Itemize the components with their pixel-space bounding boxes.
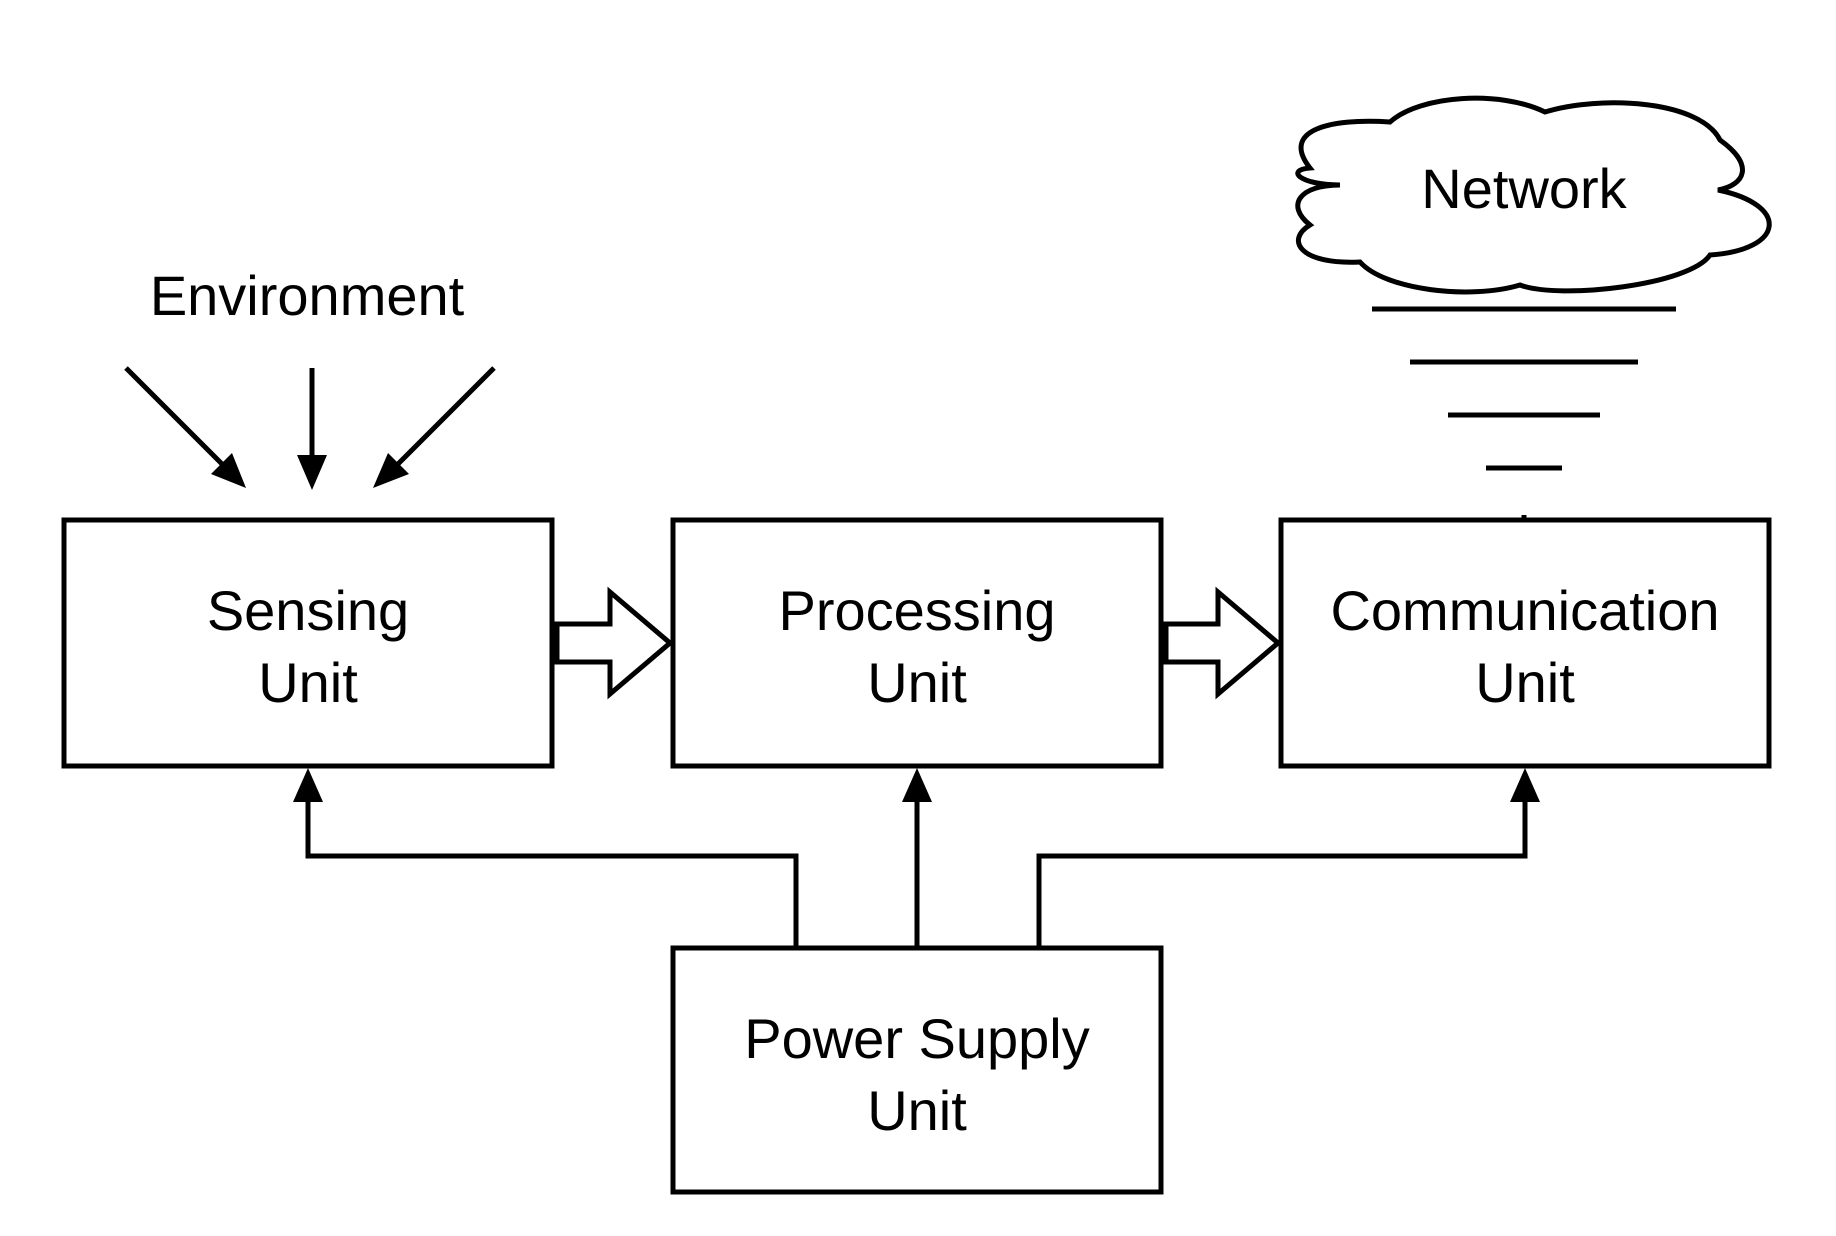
network-cloud: Network — [1295, 95, 1772, 295]
environment-label: Environment — [150, 264, 465, 327]
environment-arrow-left — [124, 366, 246, 488]
environment-arrow-center — [297, 368, 327, 490]
sensing-unit-box — [61, 517, 555, 769]
power-supply-unit-label-line1: Power Supply — [744, 1007, 1090, 1070]
power-supply-unit: Power Supply Unit — [670, 945, 1164, 1195]
communication-unit-label-line1: Communication — [1330, 579, 1719, 642]
sensing-unit-label-line1: Sensing — [207, 579, 409, 642]
processing-unit: Processing Unit — [670, 517, 1164, 769]
sensing-unit: Sensing Unit — [61, 517, 555, 769]
processing-to-communication-arrow — [1163, 586, 1282, 700]
environment-arrow-right — [373, 366, 496, 488]
network-label: Network — [1421, 157, 1627, 220]
sensing-to-processing-arrow — [554, 586, 674, 700]
power-to-communication-line — [1036, 768, 1540, 948]
communication-unit: Communication Unit — [1278, 517, 1772, 769]
processing-unit-label-line1: Processing — [778, 579, 1055, 642]
power-to-sensing-line — [293, 768, 799, 948]
processing-unit-box — [670, 517, 1164, 769]
cloud-shape — [1295, 95, 1772, 295]
wireless-signal-icon — [1372, 306, 1676, 524]
communication-unit-label-line2: Unit — [1475, 651, 1575, 714]
processing-unit-label-line2: Unit — [867, 651, 967, 714]
environment-arrows — [124, 366, 496, 490]
power-supply-unit-box — [670, 945, 1164, 1195]
sensing-unit-label-line2: Unit — [258, 651, 358, 714]
power-to-processing-line — [902, 768, 932, 948]
communication-unit-box — [1278, 517, 1772, 769]
power-supply-unit-label-line2: Unit — [867, 1079, 967, 1142]
